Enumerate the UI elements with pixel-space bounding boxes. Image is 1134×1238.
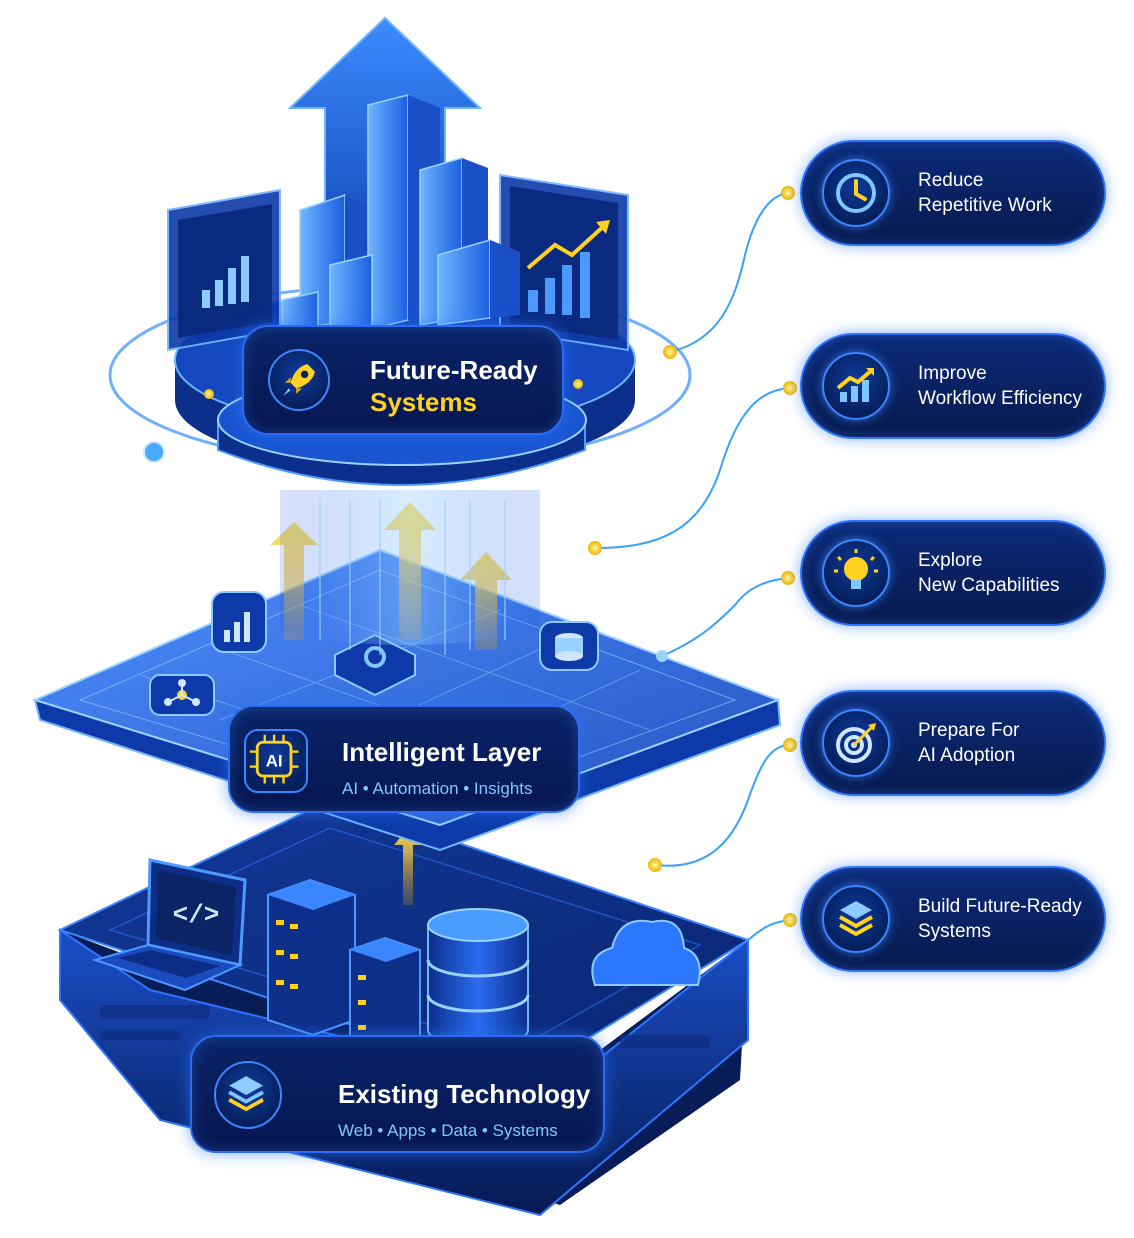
lightbulb-icon bbox=[822, 539, 890, 607]
dashboard-right bbox=[499, 173, 629, 352]
growth-bars bbox=[281, 94, 520, 341]
future-ready-title-line2: Systems bbox=[370, 387, 477, 417]
existing-technology-title: Existing Technology bbox=[338, 1079, 591, 1109]
benefit-line2: AI Adoption bbox=[918, 745, 1016, 766]
benefit-line2: Workflow Efficiency bbox=[918, 388, 1083, 409]
benefit-line2: Systems bbox=[918, 921, 991, 942]
intelligent-layer-title: Intelligent Layer bbox=[342, 737, 542, 767]
intelligent-layer-label: AI Intelligent Layer AI • Automation • I… bbox=[228, 705, 580, 813]
code-glyph: </> bbox=[173, 900, 220, 930]
benefit-line1: Reduce bbox=[918, 170, 984, 191]
target-icon bbox=[822, 709, 890, 777]
data-flow-arrow bbox=[394, 828, 422, 905]
benefit-prepare-for-ai-adoption: Prepare For AI Adoption bbox=[800, 690, 1106, 796]
benefit-line1: Improve bbox=[918, 363, 987, 384]
clock-icon bbox=[822, 159, 890, 227]
future-ready-title-line1: Future-Ready bbox=[370, 355, 538, 385]
existing-technology-label: Existing Technology Web • Apps • Data • … bbox=[190, 1035, 605, 1153]
benefit-line2: New Capabilities bbox=[918, 575, 1060, 596]
dashboard-left bbox=[167, 188, 281, 352]
cloud-icon bbox=[591, 919, 701, 986]
layers-icon bbox=[214, 1061, 282, 1129]
laptop-icon: </> bbox=[91, 858, 247, 992]
rocket-icon bbox=[268, 349, 330, 411]
existing-technology-subtitle: Web • Apps • Data • Systems bbox=[338, 1121, 558, 1140]
ai-chip-icon: AI bbox=[244, 729, 308, 793]
layers-icon bbox=[822, 885, 890, 953]
future-ready-label: Future-Ready Systems bbox=[242, 325, 564, 435]
ai-chip-glyph: AI bbox=[266, 752, 283, 771]
intelligent-layer-subtitle: AI • Automation • Insights bbox=[342, 779, 533, 798]
benefit-line1: Build Future-Ready bbox=[918, 896, 1082, 917]
connector-dots bbox=[588, 186, 797, 927]
benefit-line1: Explore bbox=[918, 550, 983, 571]
benefit-line1: Prepare For bbox=[918, 720, 1020, 741]
data-column bbox=[280, 490, 540, 655]
growth-chart-icon bbox=[822, 352, 890, 420]
benefit-line2: Repetitive Work bbox=[918, 195, 1052, 216]
connector-lines bbox=[594, 192, 791, 941]
server-rack-icon bbox=[267, 878, 356, 1037]
database-cylinder-icon bbox=[426, 908, 530, 1047]
